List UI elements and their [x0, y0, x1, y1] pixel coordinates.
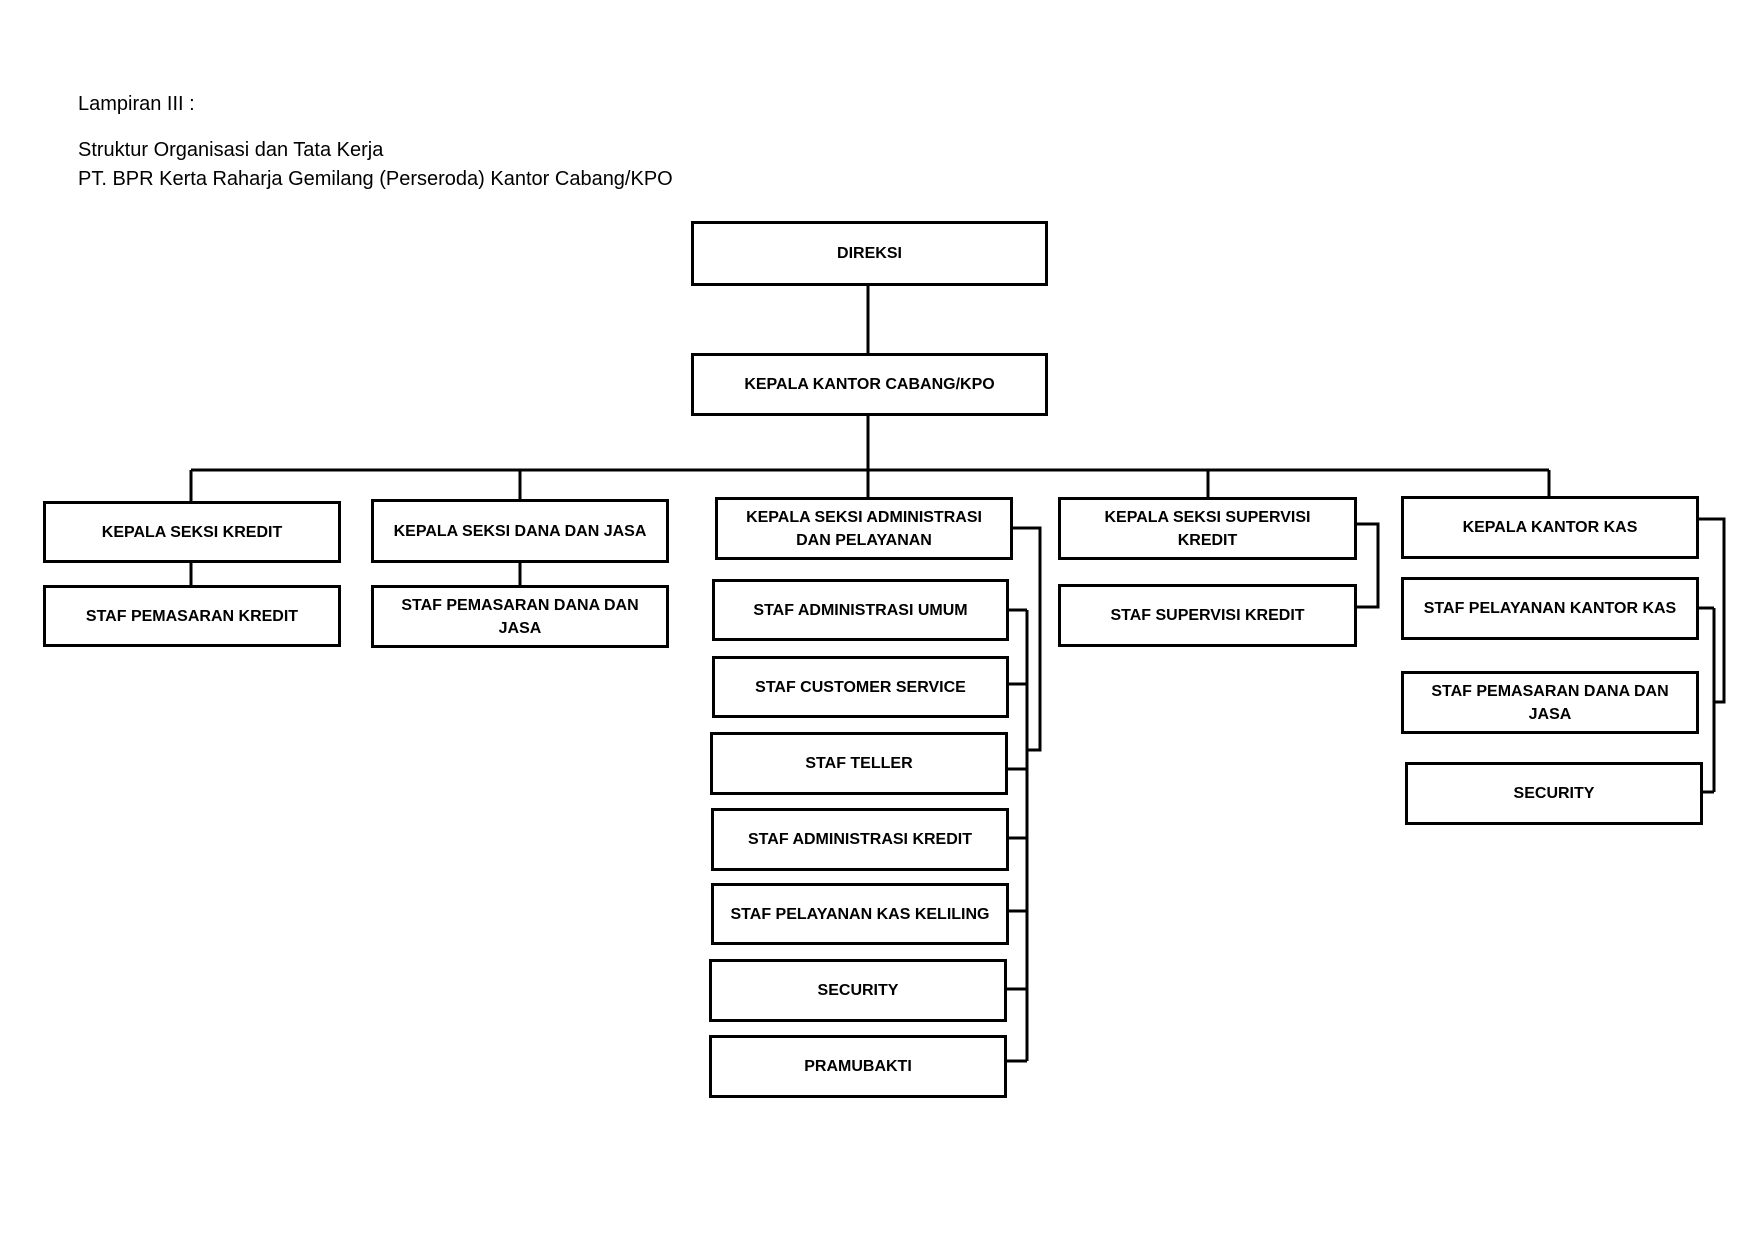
- box-kepala-seksi-administrasi: KEPALA SEKSI ADMINISTRASI DAN PELAYANAN: [715, 497, 1013, 560]
- box-direksi: DIREKSI: [691, 221, 1048, 286]
- box-kepala-seksi-kredit: KEPALA SEKSI KREDIT: [43, 501, 341, 563]
- document-title: Struktur Organisasi dan Tata Kerja: [78, 139, 384, 161]
- box-kepala-seksi-supervisi: KEPALA SEKSI SUPERVISI KREDIT: [1058, 497, 1357, 560]
- document-subtitle: PT. BPR Kerta Raharja Gemilang (Perserod…: [78, 168, 673, 190]
- box-kepala-kantor-kas: KEPALA KANTOR KAS: [1401, 496, 1699, 559]
- connector-administrasi-bracket: [1013, 526, 1042, 752]
- box-kepala-seksi-dana-jasa: KEPALA SEKSI DANA DAN JASA: [371, 499, 669, 563]
- box-staf-pelayanan-kas-keliling: STAF PELAYANAN KAS KELILING: [711, 883, 1009, 945]
- box-staf-teller: STAF TELLER: [710, 732, 1008, 795]
- connector-supervisi-bracket: [1357, 522, 1380, 609]
- box-staf-customer-service: STAF CUSTOMER SERVICE: [712, 656, 1009, 718]
- box-staf-supervisi-kredit: STAF SUPERVISI KREDIT: [1058, 584, 1357, 647]
- appendix-label: Lampiran III :: [78, 93, 195, 115]
- box-staf-administrasi-kredit: STAF ADMINISTRASI KREDIT: [711, 808, 1009, 871]
- box-kepala-kantor-cabang: KEPALA KANTOR CABANG/KPO: [691, 353, 1048, 416]
- box-security-kantor-kas: SECURITY: [1405, 762, 1703, 825]
- box-staf-pelayanan-kantor-kas: STAF PELAYANAN KANTOR KAS: [1401, 577, 1699, 640]
- box-pramubakti: PRAMUBAKTI: [709, 1035, 1007, 1098]
- box-staf-pemasaran-dana-jasa-kas: STAF PEMASARAN DANA DAN JASA: [1401, 671, 1699, 734]
- box-staf-pemasaran-kredit: STAF PEMASARAN KREDIT: [43, 585, 341, 647]
- box-staf-administrasi-umum: STAF ADMINISTRASI UMUM: [712, 579, 1009, 641]
- connector-kantor-kas-bracket: [1699, 517, 1726, 704]
- box-security-administrasi: SECURITY: [709, 959, 1007, 1022]
- box-staf-pemasaran-dana-jasa: STAF PEMASARAN DANA DAN JASA: [371, 585, 669, 648]
